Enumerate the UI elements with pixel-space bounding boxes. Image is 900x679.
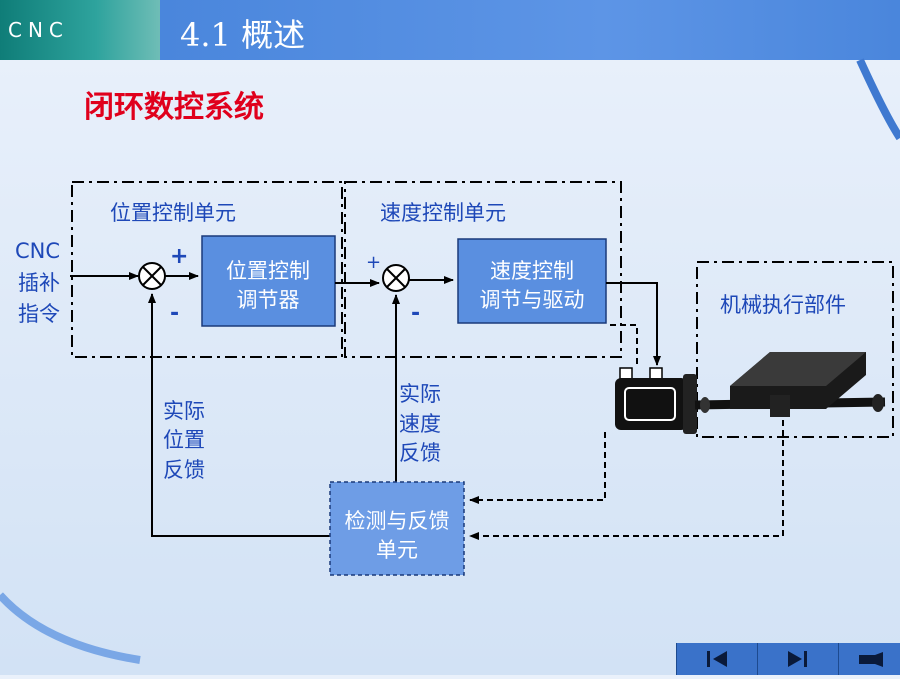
speed-block-line1: 速度控制 [490, 259, 574, 283]
speed-block-line2: 调节与驱动 [480, 288, 585, 312]
header-band [160, 0, 900, 60]
pos-fb-3: 反馈 [163, 458, 205, 482]
plus-sign-1: + [170, 244, 188, 269]
pos-block-line1: 位置控制 [226, 259, 310, 283]
return-button[interactable] [838, 643, 900, 675]
mechanical-unit-label: 机械执行部件 [720, 293, 846, 317]
first-page-icon [707, 651, 727, 667]
detection-feedback-block [329, 481, 465, 576]
decor-curve-bottom [0, 592, 141, 664]
pos-fb-2: 位置 [163, 428, 205, 452]
speed-fb-2: 速度 [399, 412, 441, 436]
input-label-interp: 插补 [18, 271, 60, 295]
pos-block-line2: 调节器 [237, 288, 300, 312]
section-subtitle: 闭环数控系统 [84, 90, 264, 125]
speed-fb-3: 反馈 [399, 441, 441, 465]
speed-controller-block [457, 238, 607, 324]
pos-fb-1: 实际 [163, 399, 205, 423]
logo-text: CNC [8, 18, 69, 42]
page-title: 4.1 概述 [180, 16, 306, 54]
position-controller-block [201, 235, 336, 327]
speed-fb-1: 实际 [399, 382, 441, 406]
mechanical-unit-box [696, 261, 894, 438]
cnc-logo: CNC [0, 0, 160, 60]
decor-curve-top [856, 58, 900, 141]
position-unit-box [71, 181, 343, 358]
mechanical-table-icon [694, 352, 886, 417]
position-feedback-line [148, 293, 330, 537]
next-page-icon [788, 651, 807, 667]
speed-unit-label: 速度控制单元 [380, 201, 506, 225]
next-page-button[interactable] [757, 643, 838, 675]
minus-sign-1: - [170, 301, 179, 326]
minus-sign-2: - [411, 301, 420, 326]
input-label-cnc: CNC [15, 239, 60, 263]
detect-line2: 单元 [376, 538, 418, 562]
detect-line1: 检测与反馈 [345, 509, 450, 533]
servo-motor-icon [615, 367, 697, 434]
position-unit-label: 位置控制单元 [110, 201, 236, 225]
input-label-cmd: 指令 [18, 302, 60, 326]
return-icon [859, 652, 883, 667]
first-page-button[interactable] [676, 643, 757, 675]
plus-sign-2: + [366, 252, 381, 273]
